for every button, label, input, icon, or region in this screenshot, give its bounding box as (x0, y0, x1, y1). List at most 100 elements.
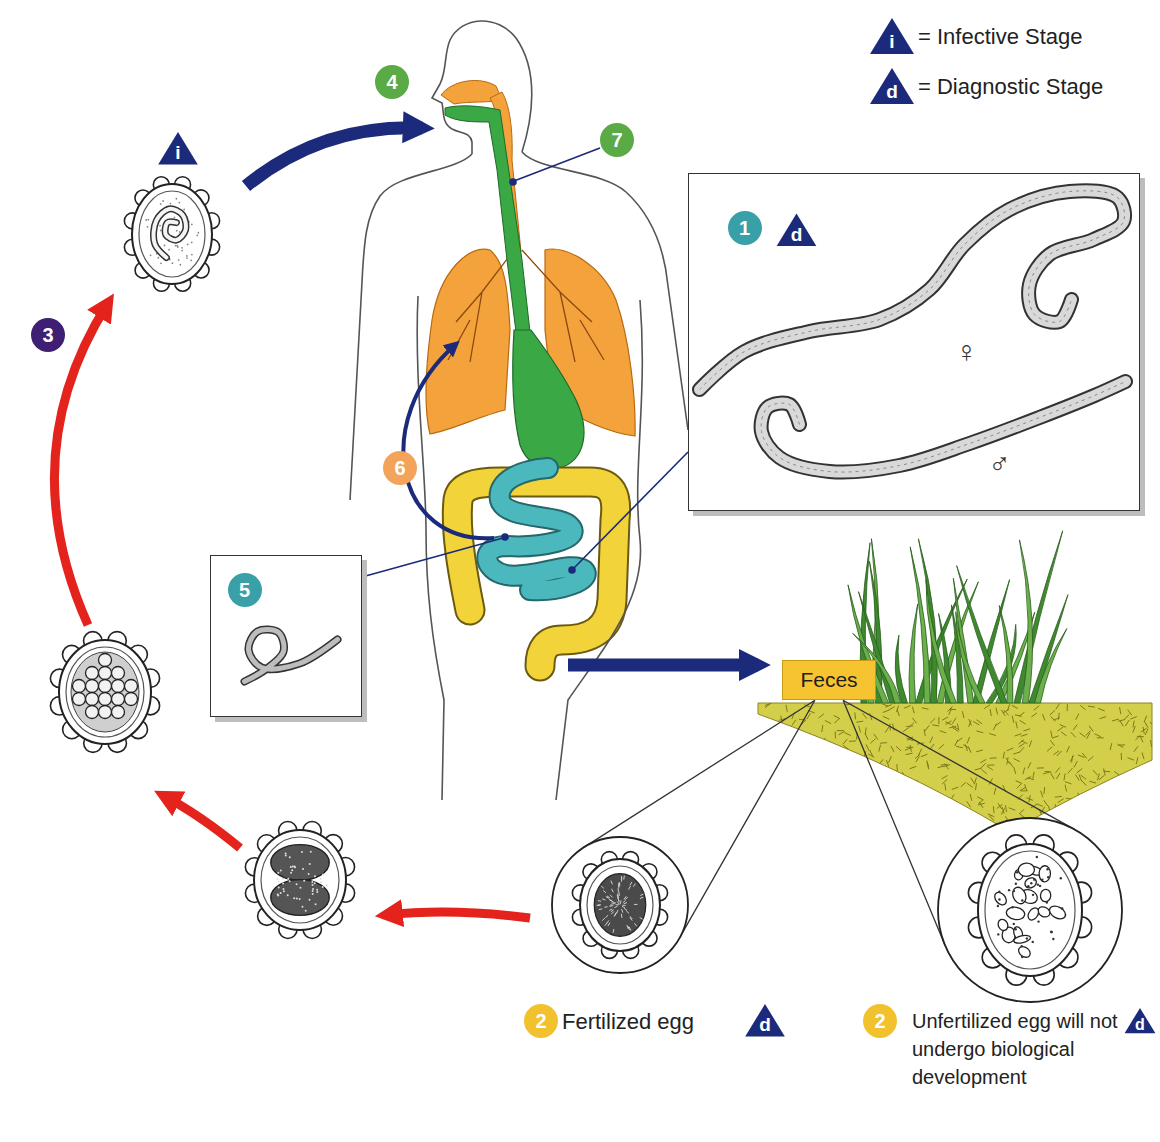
soil-speck (917, 780, 918, 787)
soil-speck (836, 795, 840, 801)
cell-granule (278, 887, 280, 889)
soil-speck (1137, 822, 1144, 824)
embryo-texture (611, 912, 614, 915)
soil-speck (834, 718, 839, 723)
cell-granule (308, 899, 310, 901)
soil-speck (1067, 704, 1068, 711)
soil-speck (819, 830, 821, 837)
soil-speck (1048, 806, 1050, 813)
soil-speck (844, 733, 850, 736)
grass-blade (999, 605, 1013, 703)
small-intestine-outline (487, 468, 586, 590)
soil-speck (774, 814, 781, 815)
callout-number: 1 (728, 211, 762, 245)
left-shoulder-arm (350, 154, 472, 500)
soil-speck (847, 788, 853, 791)
grass-blade (918, 539, 937, 703)
soil-speck (1097, 774, 1099, 781)
soil-speck (956, 738, 962, 742)
soil-texture (758, 703, 1155, 838)
stage-symbols (158, 18, 914, 164)
soil-speck (814, 776, 816, 783)
soil-speck (885, 727, 889, 733)
embryo-texture (620, 900, 622, 904)
cycle-arrows (54, 128, 758, 918)
soil-speck (916, 756, 920, 762)
soil-speck (1147, 832, 1153, 835)
soil-speck (909, 723, 914, 728)
embryo-texture (602, 899, 605, 900)
soil-speck (896, 746, 901, 751)
soil-speck (921, 754, 927, 757)
soil-speck (1078, 793, 1080, 800)
egg-stipple (183, 209, 185, 211)
cell-granule (312, 893, 314, 895)
embryo-texture (623, 876, 625, 880)
egg-stipple (162, 200, 164, 202)
soil-speck (1013, 752, 1020, 754)
cell-granule (277, 872, 279, 874)
cell-granule (322, 874, 324, 876)
soil-speck (1070, 755, 1073, 761)
soil-speck (807, 756, 812, 760)
soil-speck (801, 767, 808, 769)
soil-speck (1097, 737, 1104, 738)
soil-speck (769, 792, 771, 799)
soil-speck (948, 706, 953, 711)
soil-speck (912, 707, 914, 714)
soil-speck (974, 820, 979, 825)
soil-speck (883, 716, 889, 719)
fertilized-egg-node: 2Fertilized eggd (520, 835, 792, 1045)
soil-speck (1029, 795, 1030, 802)
sex-symbol: ♀ (947, 334, 987, 370)
embryo-texture (598, 900, 601, 902)
embryo-texture (616, 904, 619, 905)
soil-speck (1112, 802, 1115, 808)
soil-speck (1091, 790, 1096, 795)
embryo-cell (73, 680, 86, 693)
soil-speck (761, 723, 768, 724)
soil-speck (829, 832, 830, 839)
soil-speck (804, 755, 809, 760)
cell-granule (312, 888, 314, 890)
soil-speck (1104, 769, 1106, 776)
soil-speck (1009, 808, 1016, 810)
soil-speck (1071, 732, 1076, 737)
soil-speck (1052, 736, 1059, 738)
soil-speck (854, 712, 856, 719)
embryo-cell (73, 693, 86, 706)
cell-granule (316, 889, 318, 891)
soil-speck (1119, 787, 1124, 792)
soil-speck (1055, 796, 1062, 798)
embryo-cell (112, 680, 125, 693)
cell-granule (278, 880, 280, 882)
soil-speck (897, 810, 900, 816)
yolk-granule (1039, 866, 1051, 882)
soil-speck (814, 767, 820, 771)
soil-speck (1105, 807, 1110, 811)
soil-speck (879, 759, 884, 764)
soil-speck (1133, 789, 1140, 790)
soil-speck (891, 746, 894, 752)
soil-speck (971, 778, 975, 784)
soil-speck (1112, 719, 1119, 721)
cell-granule (320, 878, 322, 880)
cell-granule (296, 883, 298, 885)
cell-granule (280, 892, 282, 894)
soil-speck (1073, 724, 1077, 730)
soil-speck (1098, 708, 1105, 711)
yolk-dot (1027, 885, 1029, 887)
soil-speck (865, 728, 867, 735)
cell-granule (291, 869, 293, 871)
soil-speck (873, 817, 880, 819)
organs (426, 80, 635, 666)
soil-speck (835, 731, 836, 738)
soil-speck (787, 821, 790, 827)
embryo-texture (608, 923, 610, 926)
soil-speck (930, 737, 933, 743)
cell-granule (299, 898, 301, 900)
soil-speck (960, 823, 963, 829)
soil-speck (964, 823, 966, 830)
cell-granule (299, 887, 301, 889)
soil-speck (1043, 772, 1050, 774)
